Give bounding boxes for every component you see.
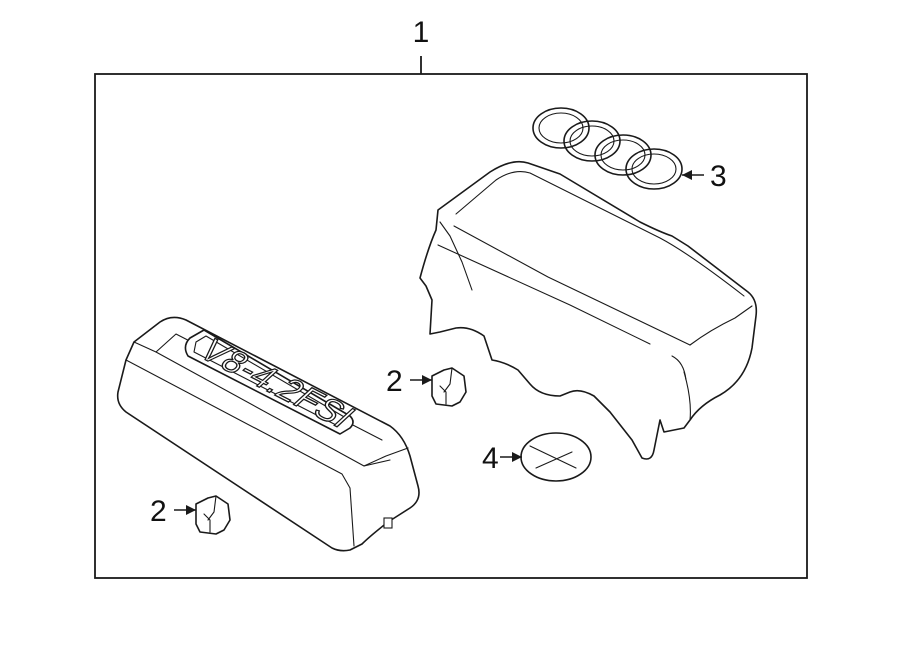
four-rings-emblem: [532, 107, 683, 190]
callout-2-right-label: 2: [386, 365, 403, 398]
callout-4-arrowhead: [512, 452, 522, 462]
callout-3-label: 3: [710, 160, 727, 193]
retaining-clip-left: [195, 495, 231, 535]
callout-4-label: 4: [482, 442, 499, 475]
right-engine-cover: [419, 160, 758, 460]
callout-2-right-arrowhead: [422, 375, 432, 385]
callout-3-arrowhead: [682, 170, 692, 180]
callout-2-left-arrowhead: [186, 505, 196, 515]
callout-2-left-label: 2: [150, 495, 167, 528]
left-engine-cover: [116, 316, 420, 552]
round-emblem: [520, 432, 592, 482]
assembly-frame: [94, 73, 808, 579]
callout-1-label: 1: [413, 16, 430, 49]
retaining-clip-right: [431, 367, 467, 407]
